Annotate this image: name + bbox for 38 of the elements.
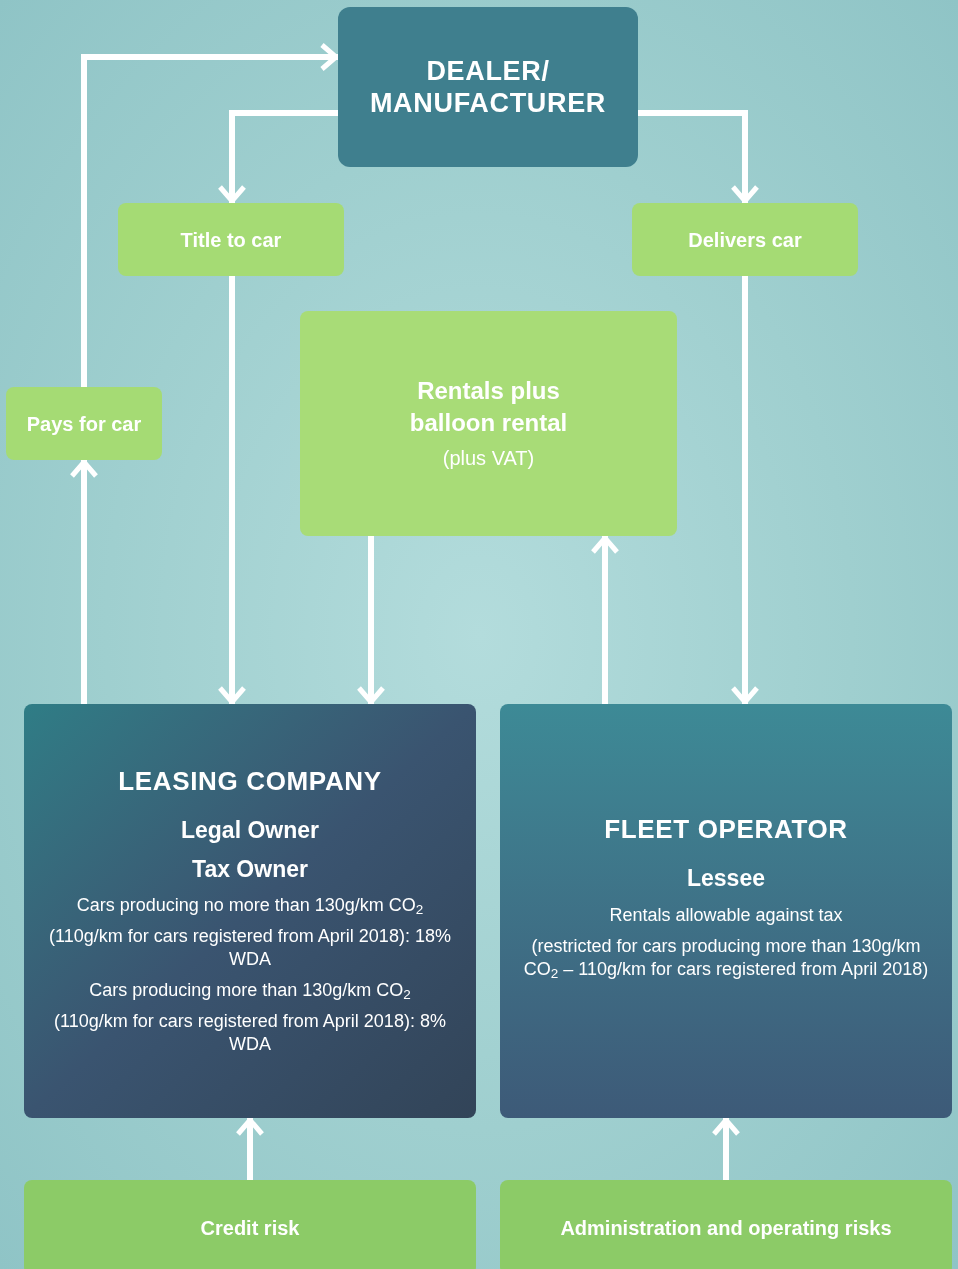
risk-box [500,1180,952,1269]
arrow [730,276,760,705]
arrow [217,276,247,705]
arrow [81,42,339,387]
node-text: (110g/km for cars registered from April 2018): 18% WDA [48,925,452,971]
node-text: (restricted for cars producing more than 130g/km CO$_{2}$ – 110g/km for cars registered from April 2018) [522,934,930,981]
arrow [217,110,338,204]
arrow [235,1117,265,1180]
node-text: Cars producing no more than 130g/km CO$_{2}$ [75,894,425,917]
process-box [300,311,677,536]
arrow [590,535,620,704]
entity-box [24,704,476,1118]
node-label: Delivers car [688,227,802,253]
node-label: Credit risk [200,1215,300,1241]
node-label: Administration and operating risks [560,1215,892,1241]
node-title: LEASING COMPANY [118,765,382,798]
label-box [632,203,858,276]
risk-box [24,1180,476,1269]
entity-box [500,704,952,1118]
node-title: FLEET OPERATOR [604,813,848,846]
node-subtitle: Lessee [687,864,765,893]
node-subtitle: Tax Owner [192,854,308,884]
arrow [69,459,99,704]
node-text: (110g/km for cars registered from April 2018): 8% WDA [53,1010,447,1056]
node-label: Pays for car [26,411,142,437]
node-title: Rentals plus balloon rental [408,375,569,438]
node-text: Cars producing more than 130g/km CO$_{2}$ [88,979,412,1002]
arrow [356,536,386,705]
arrow [638,110,760,204]
node-text: Rentals allowable against tax [608,903,844,927]
label-box [6,387,162,460]
node-label: Title to car [180,227,282,253]
node-title: DEALER/ MANUFACTURER [368,55,608,119]
label-box [118,203,344,276]
node-subtitle: Legal Owner [180,816,319,845]
process-box [338,7,638,167]
arrow [711,1117,741,1180]
node-note: (plus VAT) [442,445,535,471]
